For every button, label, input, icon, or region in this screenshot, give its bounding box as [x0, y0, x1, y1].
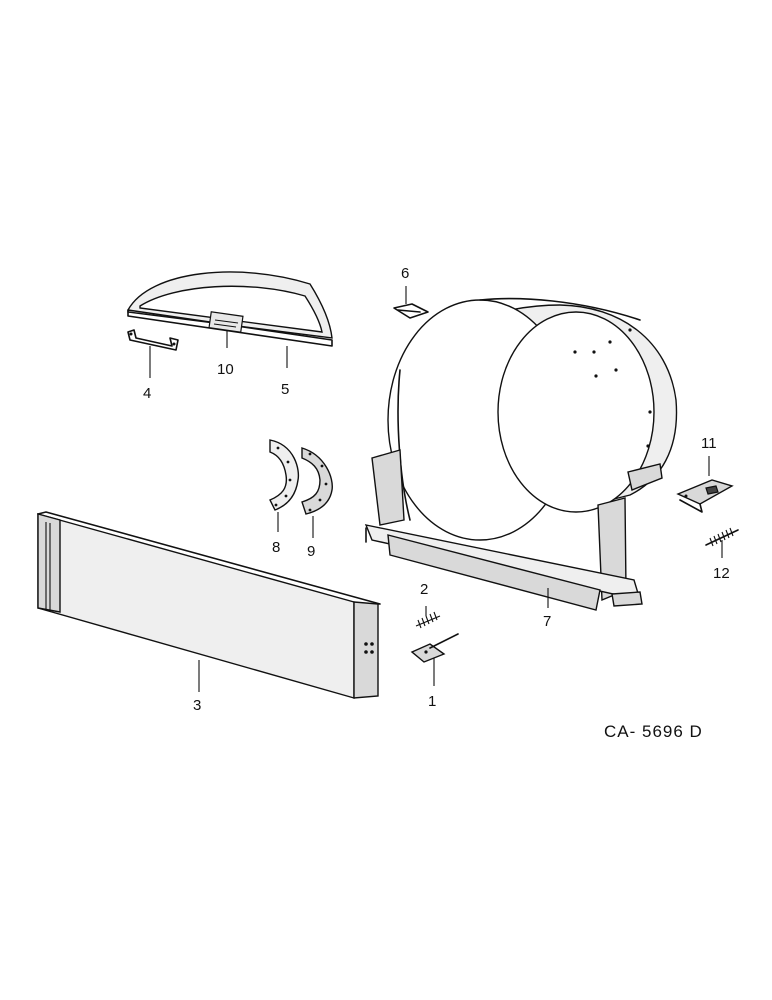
callout-8: 8 [272, 539, 280, 556]
part-4-bracket [127, 329, 179, 351]
callout-11: 11 [701, 435, 717, 452]
callout-3: 3 [193, 697, 201, 714]
callout-6: 6 [401, 265, 409, 282]
part-7-fan-shroud-frame [364, 297, 678, 611]
part-8-seal-plate [269, 439, 300, 511]
part-9-seal-plate [301, 447, 333, 515]
part-12-spring [705, 527, 739, 547]
part-5-shroud-half [127, 271, 333, 347]
callout-2: 2 [420, 581, 428, 598]
reference-code: CA- 5696 D [604, 722, 703, 741]
part-1-latch [410, 633, 459, 663]
leader-lines [149, 286, 723, 692]
part-11-hinge-bracket [676, 479, 734, 513]
part-2-spring [415, 611, 441, 629]
part-3-radiator-panel [37, 511, 381, 699]
callout-5: 5 [281, 381, 289, 398]
part-6-clip [393, 303, 429, 319]
callout-1: 1 [428, 693, 436, 710]
callout-7: 7 [543, 613, 551, 630]
callout-12: 12 [713, 565, 730, 582]
callout-9: 9 [307, 543, 315, 560]
callout-10: 10 [217, 361, 234, 378]
callout-4: 4 [143, 385, 151, 402]
